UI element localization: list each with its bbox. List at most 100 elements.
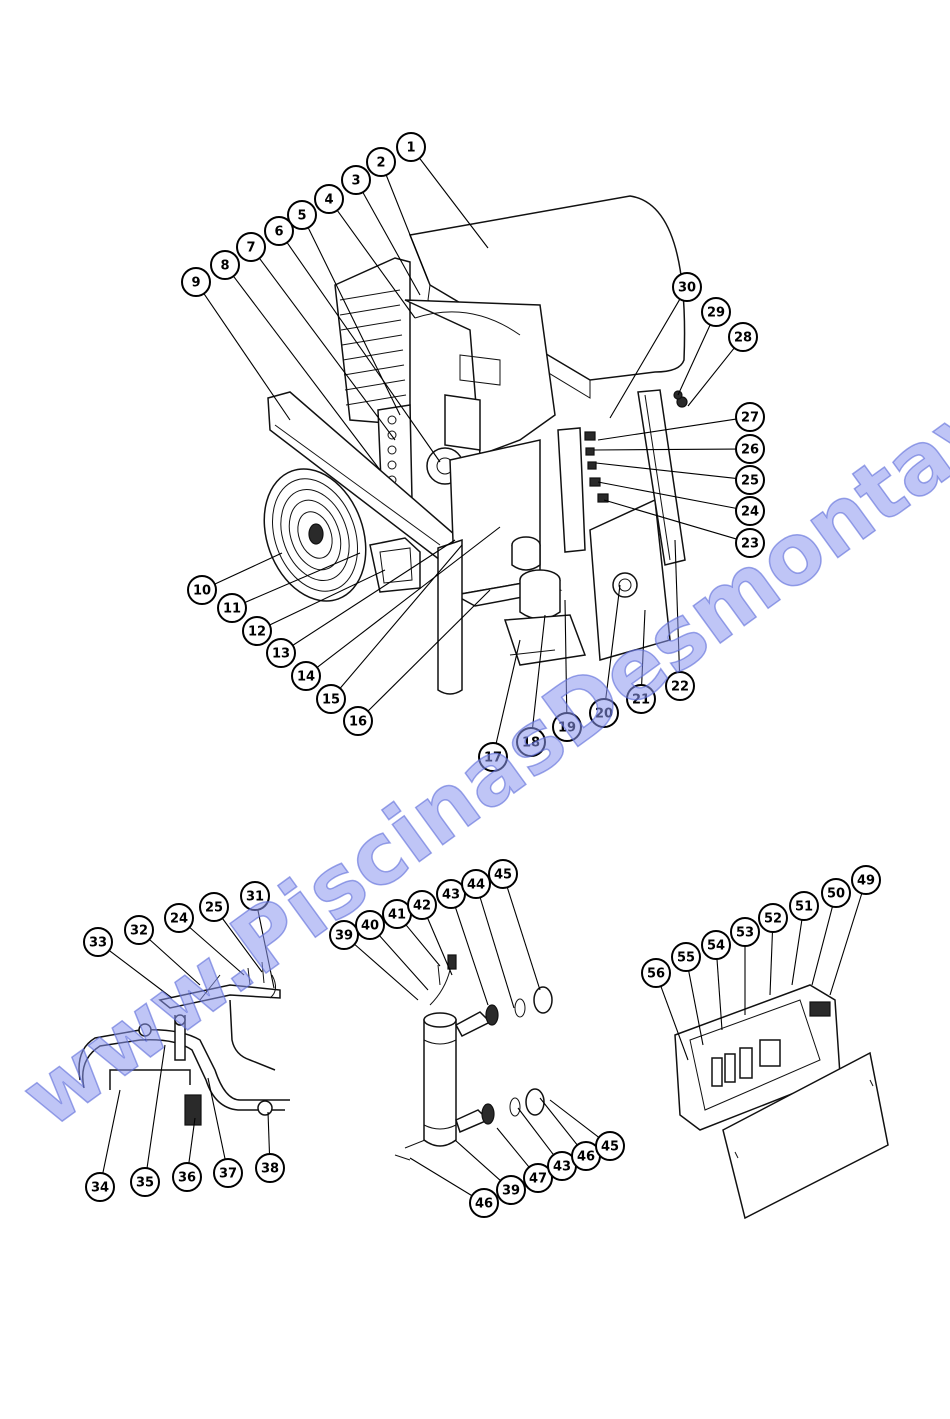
leader-line-56 [661,986,688,1060]
part-callout-24: 24 [165,904,193,932]
callout-number: 2 [376,156,385,171]
part-callout-55: 55 [672,943,700,971]
part-callout-30: 30 [673,273,701,301]
part-callout-7: 7 [237,233,265,261]
electric-box-drawing [675,985,888,1218]
leader-line-43 [455,907,488,1005]
callout-number: 24 [741,505,759,520]
callout-number: 25 [741,474,759,489]
callout-number: 43 [442,888,460,903]
callout-number: 28 [734,331,752,346]
part-callout-16: 16 [344,707,372,735]
callout-number: 37 [219,1167,237,1182]
callout-number: 29 [707,306,725,321]
callout-number: 10 [193,584,211,599]
part-callout-34: 34 [86,1173,114,1201]
leader-line-49 [830,893,862,995]
part-callout-27: 27 [736,403,764,431]
callout-number: 1 [406,141,415,156]
leader-line-47 [497,1128,529,1167]
part-callout-39: 39 [497,1176,525,1204]
callout-number: 46 [475,1197,493,1212]
part-callout-35: 35 [131,1168,159,1196]
part-callout-53: 53 [731,918,759,946]
callout-number: 45 [601,1140,619,1155]
leader-line-45 [507,887,540,990]
part-callout-37: 37 [214,1159,242,1187]
part-callout-54: 54 [702,931,730,959]
callout-number: 8 [220,259,229,274]
callout-number: 52 [764,912,782,927]
part-callout-13: 13 [267,639,295,667]
part-callout-2: 2 [367,148,395,176]
part-callout-11: 11 [218,594,246,622]
callout-number: 12 [248,625,266,640]
part-callout-56: 56 [642,959,670,987]
callout-number: 33 [89,936,107,951]
leader-line-28 [688,348,734,406]
part-callout-8: 8 [211,251,239,279]
part-callout-52: 52 [759,904,787,932]
callout-number: 44 [467,878,485,893]
leader-line-41 [406,925,440,966]
part-callout-44: 44 [462,870,490,898]
callout-number: 54 [707,939,725,954]
leader-line-16 [368,590,490,711]
callout-number: 14 [297,670,315,685]
leader-line-45 [550,1100,599,1137]
callout-number: 5 [297,209,306,224]
part-callout-50: 50 [822,879,850,907]
leader-line-40 [379,935,428,990]
callout-number: 32 [130,924,148,939]
callout-number: 15 [322,693,340,708]
part-callout-51: 51 [790,892,818,920]
part-callout-42: 42 [408,891,436,919]
leader-line-46 [540,1098,577,1145]
callout-number: 41 [388,908,406,923]
callout-number: 46 [577,1150,595,1165]
top-cover [410,196,685,380]
leader-line-38 [268,1112,270,1154]
part-callout-46: 46 [470,1189,498,1217]
part-callout-29: 29 [702,298,730,326]
callout-number: 43 [553,1160,571,1175]
callout-number: 6 [274,225,283,240]
callout-number: 13 [272,647,290,662]
leader-line-39 [455,1140,501,1181]
part-callout-36: 36 [173,1163,201,1191]
callout-number: 30 [678,281,696,296]
callout-number: 42 [413,899,431,914]
callout-number: 50 [827,887,845,902]
part-callout-49: 49 [852,866,880,894]
callout-number: 55 [677,951,695,966]
part-callout-10: 10 [188,576,216,604]
part-callout-45: 45 [489,860,517,888]
part-callout-4: 4 [315,185,343,213]
evaporator-coil [335,258,410,425]
leader-line-9 [204,294,290,420]
callout-number: 45 [494,868,512,883]
callout-number: 51 [795,900,813,915]
leader-line-42 [428,918,452,975]
callout-number: 9 [191,276,200,291]
part-callout-25: 25 [736,466,764,494]
callout-number: 27 [741,411,759,426]
callout-number: 38 [261,1162,279,1177]
callout-number: 39 [502,1184,520,1199]
callout-number: 53 [736,926,754,941]
callout-number: 56 [647,967,665,982]
part-callout-28: 28 [729,323,757,351]
callout-number: 26 [741,443,759,458]
leader-line-44 [480,897,514,1008]
part-callout-3: 3 [342,166,370,194]
side-panel [450,440,540,595]
part-callout-1: 1 [397,133,425,161]
callout-number: 7 [246,241,255,256]
part-callout-32: 32 [125,916,153,944]
leader-line-51 [792,920,802,985]
heat-exchanger-drawing [395,955,552,1160]
leader-line-50 [812,907,832,985]
leader-line-10 [215,553,282,584]
part-callout-14: 14 [292,662,320,690]
